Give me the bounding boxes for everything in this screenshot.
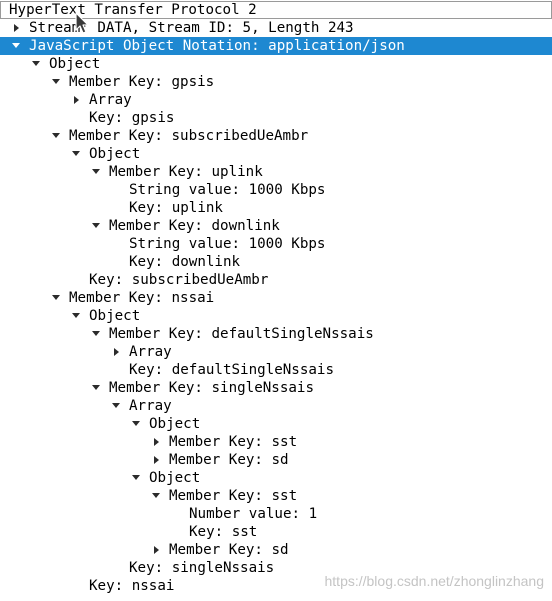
tree-node-label: Key: gpsis bbox=[89, 110, 175, 126]
expanded-arrow-icon[interactable] bbox=[130, 469, 142, 487]
expanded-arrow-icon[interactable] bbox=[90, 379, 102, 397]
tree-node-label: Number value: 1 bbox=[189, 506, 318, 522]
tree-node-row[interactable]: Key: gpsis bbox=[0, 109, 552, 127]
collapsed-arrow-icon[interactable] bbox=[110, 343, 122, 361]
tree-node-row[interactable]: Object bbox=[0, 55, 552, 73]
tree-node-row[interactable]: Member Key: downlink bbox=[0, 217, 552, 235]
tree-node-label: Object bbox=[89, 146, 141, 162]
expanded-arrow-icon[interactable] bbox=[50, 289, 62, 307]
stream-label: Stream: DATA, Stream ID: 5, Length 243 bbox=[29, 20, 354, 36]
tree-node-row[interactable]: Member Key: singleNssais bbox=[0, 379, 552, 397]
tree-node-row[interactable]: Array bbox=[0, 91, 552, 109]
tree-node-label: Array bbox=[129, 398, 172, 414]
tree-node-label: Object bbox=[49, 56, 101, 72]
tree-node-row[interactable]: Array bbox=[0, 343, 552, 361]
protocol-header-label: HyperText Transfer Protocol 2 bbox=[9, 2, 257, 18]
tree-node-label: Member Key: sd bbox=[169, 452, 289, 468]
tree-node-row[interactable]: Member Key: sd bbox=[0, 541, 552, 559]
tree-node-label: String value: 1000 Kbps bbox=[129, 236, 326, 252]
expanded-arrow-icon[interactable] bbox=[50, 127, 62, 145]
tree-node-label: Key: uplink bbox=[129, 200, 223, 216]
tree-node-label: Object bbox=[149, 470, 201, 486]
tree-node-row[interactable]: String value: 1000 Kbps bbox=[0, 235, 552, 253]
tree-node-row[interactable]: Member Key: sst bbox=[0, 433, 552, 451]
tree-node-row[interactable]: Object bbox=[0, 145, 552, 163]
tree-node-row[interactable]: Key: singleNssais bbox=[0, 559, 552, 577]
tree-node-label: Member Key: downlink bbox=[109, 218, 280, 234]
tree-node-label: Member Key: defaultSingleNssais bbox=[109, 326, 374, 342]
tree-node-label: Key: defaultSingleNssais bbox=[129, 362, 334, 378]
expanded-arrow-icon[interactable] bbox=[90, 163, 102, 181]
tree-node-label: Member Key: sd bbox=[169, 542, 289, 558]
tree-node-row[interactable]: Object bbox=[0, 415, 552, 433]
tree-node-row[interactable]: Member Key: sd bbox=[0, 451, 552, 469]
collapsed-arrow-icon[interactable] bbox=[70, 91, 82, 109]
protocol-header-row[interactable]: HyperText Transfer Protocol 2 bbox=[0, 1, 552, 19]
tree-node-row[interactable]: Key: downlink bbox=[0, 253, 552, 271]
expanded-arrow-icon[interactable] bbox=[110, 397, 122, 415]
json-root-row[interactable]: JavaScript Object Notation: application/… bbox=[0, 37, 552, 55]
expanded-arrow-icon[interactable] bbox=[10, 37, 22, 55]
tree-node-label: Array bbox=[89, 92, 132, 108]
tree-node-row[interactable]: Key: uplink bbox=[0, 199, 552, 217]
collapsed-arrow-icon[interactable] bbox=[150, 451, 162, 469]
tree-node-row[interactable]: Object bbox=[0, 469, 552, 487]
tree-node-label: Member Key: gpsis bbox=[69, 74, 215, 90]
tree-node-label: Key: nssai bbox=[89, 578, 175, 594]
stream-row[interactable]: Stream: DATA, Stream ID: 5, Length 243 bbox=[0, 19, 552, 37]
tree-node-label: Member Key: sst bbox=[169, 488, 298, 504]
tree-node-row[interactable]: Member Key: defaultSingleNssais bbox=[0, 325, 552, 343]
expanded-arrow-icon[interactable] bbox=[130, 415, 142, 433]
expanded-arrow-icon[interactable] bbox=[50, 73, 62, 91]
tree-node-row[interactable]: Member Key: uplink bbox=[0, 163, 552, 181]
collapsed-arrow-icon[interactable] bbox=[150, 541, 162, 559]
expanded-arrow-icon[interactable] bbox=[70, 307, 82, 325]
expanded-arrow-icon[interactable] bbox=[30, 55, 42, 73]
tree-node-label: Array bbox=[129, 344, 172, 360]
tree-node-row[interactable]: Member Key: nssai bbox=[0, 289, 552, 307]
tree-node-label: Key: downlink bbox=[129, 254, 241, 270]
tree-node-label: String value: 1000 Kbps bbox=[129, 182, 326, 198]
tree-node-label: Member Key: uplink bbox=[109, 164, 263, 180]
tree-node-label: Object bbox=[149, 416, 201, 432]
collapsed-arrow-icon[interactable] bbox=[150, 433, 162, 451]
tree-node-label: Key: singleNssais bbox=[129, 560, 275, 576]
tree-node-row[interactable]: Key: subscribedUeAmbr bbox=[0, 271, 552, 289]
tree-node-row[interactable]: Object bbox=[0, 307, 552, 325]
tree-node-row[interactable]: Member Key: sst bbox=[0, 487, 552, 505]
expanded-arrow-icon[interactable] bbox=[90, 217, 102, 235]
tree-node-row[interactable]: Key: defaultSingleNssais bbox=[0, 361, 552, 379]
json-root-label: JavaScript Object Notation: application/… bbox=[29, 38, 405, 54]
tree-node-label: Object bbox=[89, 308, 141, 324]
collapsed-arrow-icon[interactable] bbox=[10, 19, 22, 37]
expanded-arrow-icon[interactable] bbox=[70, 145, 82, 163]
mouse-pointer-icon bbox=[75, 12, 89, 34]
watermark: https://blog.csdn.net/zhonglinzhang bbox=[324, 573, 545, 589]
tree-node-row[interactable]: Member Key: gpsis bbox=[0, 73, 552, 91]
tree-node-row[interactable]: Array bbox=[0, 397, 552, 415]
tree-node-label: Member Key: sst bbox=[169, 434, 298, 450]
tree-node-row[interactable]: Member Key: subscribedUeAmbr bbox=[0, 127, 552, 145]
tree-node-label: Member Key: subscribedUeAmbr bbox=[69, 128, 309, 144]
tree-node-label: Member Key: nssai bbox=[69, 290, 215, 306]
tree-node-label: Key: subscribedUeAmbr bbox=[89, 272, 269, 288]
tree-node-row[interactable]: String value: 1000 Kbps bbox=[0, 181, 552, 199]
expanded-arrow-icon[interactable] bbox=[90, 325, 102, 343]
tree-node-row[interactable]: Number value: 1 bbox=[0, 505, 552, 523]
tree-node-label: Member Key: singleNssais bbox=[109, 380, 314, 396]
expanded-arrow-icon[interactable] bbox=[150, 487, 162, 505]
tree-node-label: Key: sst bbox=[189, 524, 258, 540]
tree-node-row[interactable]: Key: nssai bbox=[0, 577, 552, 595]
tree-node-row[interactable]: Key: sst bbox=[0, 523, 552, 541]
